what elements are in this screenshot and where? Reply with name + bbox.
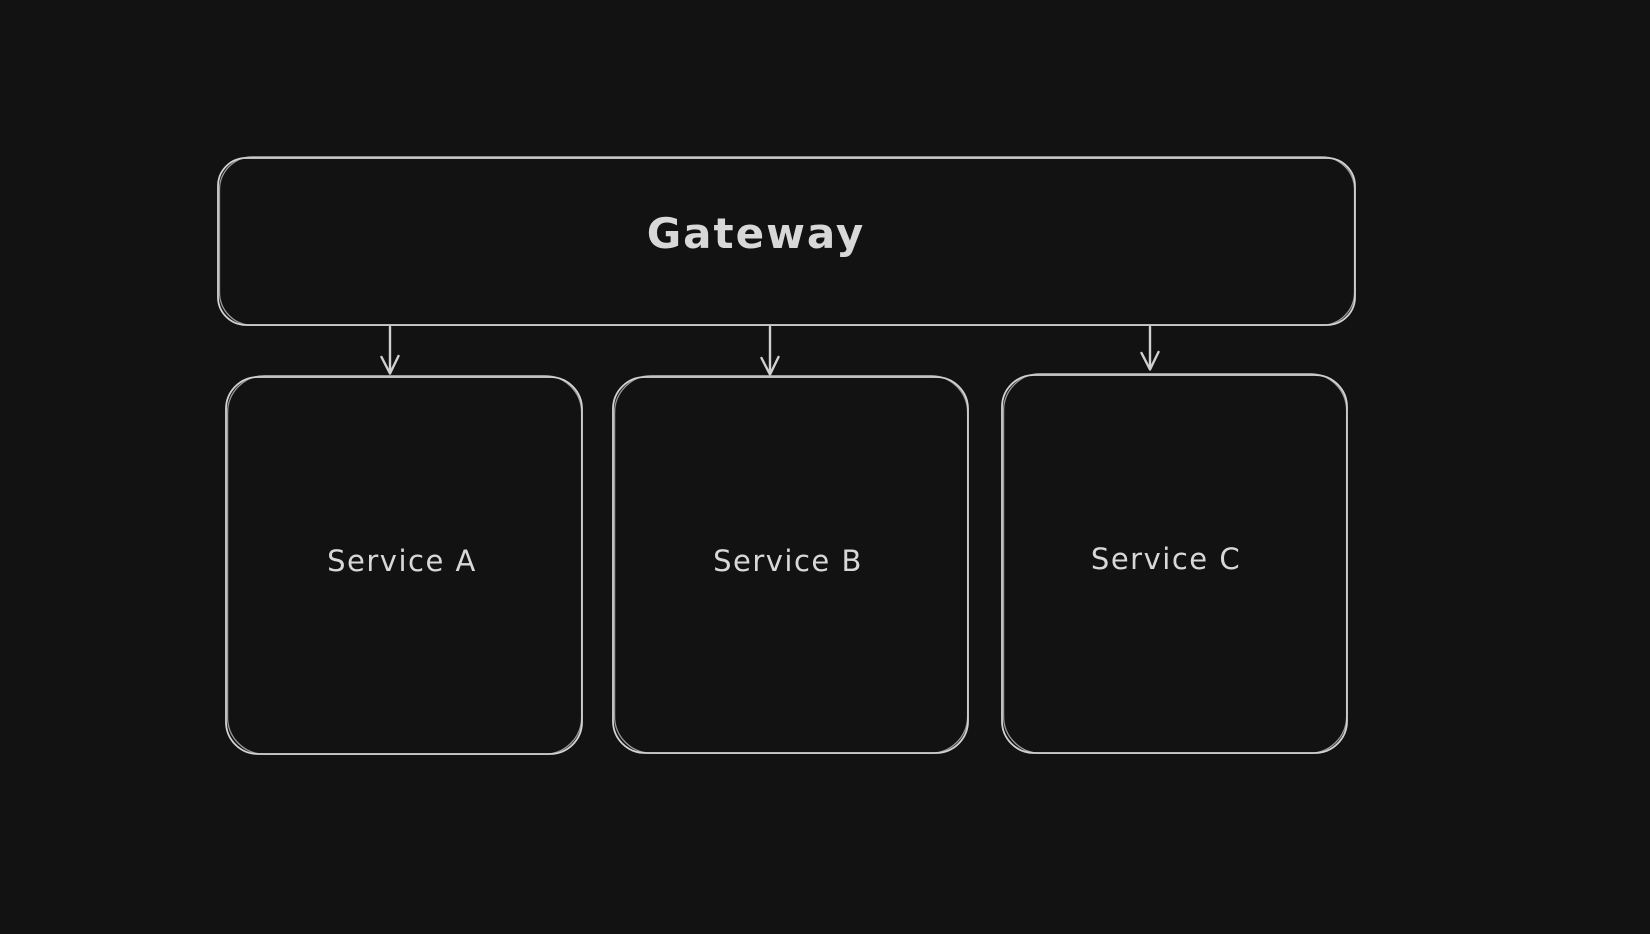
node-gateway: Gateway: [217, 156, 1356, 326]
service-c-label: Service C: [1091, 542, 1241, 576]
node-service-b: Service B: [612, 374, 969, 754]
service-b-label: Service B: [713, 544, 863, 578]
edge-gateway-to-service-b: [760, 325, 780, 376]
service-a-box-outline-sketch-pass: [226, 374, 583, 755]
service-a-label: Service A: [327, 544, 477, 578]
arrow-head-icon: [760, 355, 780, 376]
node-service-a: Service A: [225, 374, 583, 755]
edge-gateway-to-service-c: [1140, 325, 1160, 371]
service-b-box-outline-sketch-pass: [613, 374, 969, 754]
arrow-head-icon: [380, 354, 400, 375]
gateway-label: Gateway: [647, 209, 866, 258]
arrow-head-icon: [1140, 350, 1160, 371]
edge-gateway-to-service-a: [380, 325, 400, 375]
service-c-box-outline-sketch-pass: [1002, 372, 1348, 754]
node-service-c: Service C: [1001, 372, 1348, 754]
gateway-box-outline-sketch-pass: [218, 156, 1356, 326]
